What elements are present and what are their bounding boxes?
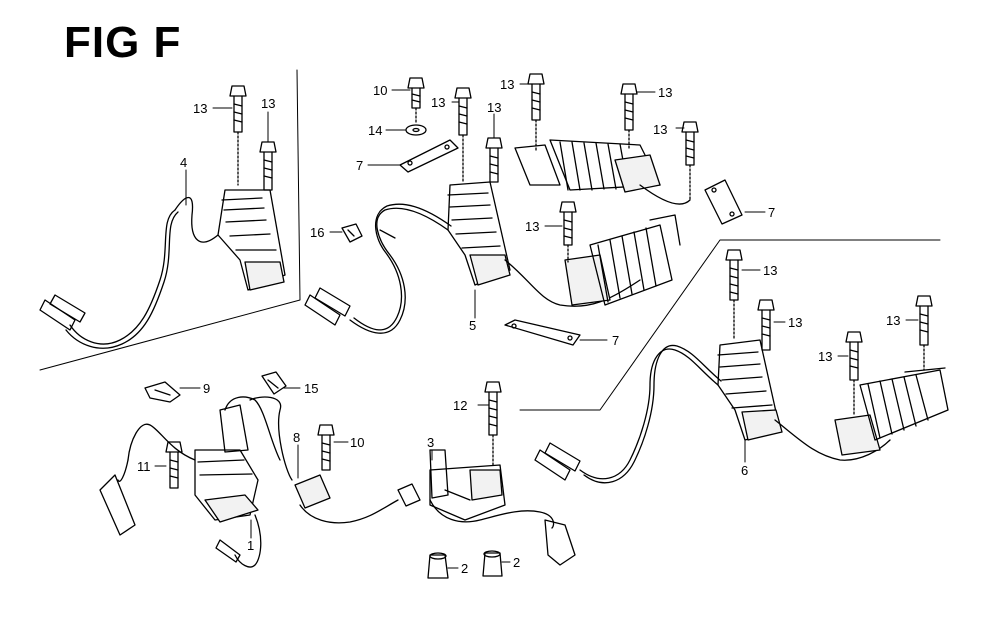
callout-8: 8 xyxy=(293,430,300,445)
callout-12: 12 xyxy=(453,398,467,413)
washer-part-14 xyxy=(405,124,427,136)
clip-part-9 xyxy=(144,381,181,403)
bolt-part-13 xyxy=(757,299,775,351)
exciter-coil-upper xyxy=(514,139,691,205)
callout-11: 11 xyxy=(137,459,151,474)
ignition-coil-part-6 xyxy=(534,339,891,484)
ignition-coil-part-5 xyxy=(304,181,641,334)
bolt-part-13 xyxy=(725,249,743,341)
ignition-coil-part-1 xyxy=(99,396,281,568)
callout-2: 2 xyxy=(513,555,520,570)
callout-13: 13 xyxy=(487,100,501,115)
callout-13: 13 xyxy=(431,95,445,110)
figure-title: FIG F xyxy=(64,18,182,67)
stop-switch-part-8 xyxy=(249,396,421,524)
bolt-part-13 xyxy=(259,141,277,191)
spacer-part-2 xyxy=(482,550,503,577)
callout-13: 13 xyxy=(886,313,900,328)
callout-13: 13 xyxy=(788,315,802,330)
callout-7: 7 xyxy=(612,333,619,348)
callout-13: 13 xyxy=(525,219,539,234)
callout-7: 7 xyxy=(768,205,775,220)
callout-13: 13 xyxy=(500,77,514,92)
callout-labels: 13 13 4 10 14 7 13 13 13 13 13 7 13 16 5… xyxy=(137,77,900,576)
callout-14: 14 xyxy=(368,123,382,138)
plate-part-7 xyxy=(704,179,743,225)
callout-15: 15 xyxy=(304,381,318,396)
callout-2: 2 xyxy=(461,561,468,576)
bolt-part-11 xyxy=(165,441,183,489)
callout-9: 9 xyxy=(203,381,210,396)
callout-5: 5 xyxy=(469,318,476,333)
bolt-part-13 xyxy=(681,121,699,201)
bolt-part-13 xyxy=(620,83,638,151)
clip-part-15 xyxy=(261,371,287,395)
ignition-coil-part-3 xyxy=(429,449,576,566)
callout-7: 7 xyxy=(356,158,363,173)
spacer-part-2 xyxy=(427,552,449,579)
bolt-part-13 xyxy=(915,295,933,371)
exciter-coil-right xyxy=(834,367,949,456)
callout-10: 10 xyxy=(373,83,387,98)
plate-part-7 xyxy=(399,139,459,173)
bolt-part-13 xyxy=(454,87,472,183)
leader-lines xyxy=(154,83,919,569)
bolt-part-10 xyxy=(407,77,425,125)
clip-part-16 xyxy=(341,223,363,243)
callout-13: 13 xyxy=(193,101,207,116)
callout-13: 13 xyxy=(763,263,777,278)
callout-4: 4 xyxy=(180,155,187,170)
callout-13: 13 xyxy=(658,85,672,100)
bolt-part-12 xyxy=(484,381,502,466)
callout-13: 13 xyxy=(261,96,275,111)
bolt-part-13 xyxy=(559,201,577,263)
exciter-coil-lower xyxy=(564,214,681,306)
callout-16: 16 xyxy=(310,225,324,240)
ignition-coil-part-4 xyxy=(39,189,286,349)
bolt-part-13 xyxy=(229,85,247,186)
callout-13: 13 xyxy=(653,122,667,137)
plate-part-7 xyxy=(504,319,581,346)
callout-13: 13 xyxy=(818,349,832,364)
bolt-part-13 xyxy=(527,73,545,151)
callout-10: 10 xyxy=(350,435,364,450)
bolt-part-10 xyxy=(317,424,335,471)
bolt-part-13 xyxy=(845,331,863,416)
bolt-part-13 xyxy=(485,137,503,183)
callout-3: 3 xyxy=(427,435,434,450)
section-divider xyxy=(39,69,941,411)
callout-6: 6 xyxy=(741,463,748,478)
callout-1: 1 xyxy=(247,538,254,553)
